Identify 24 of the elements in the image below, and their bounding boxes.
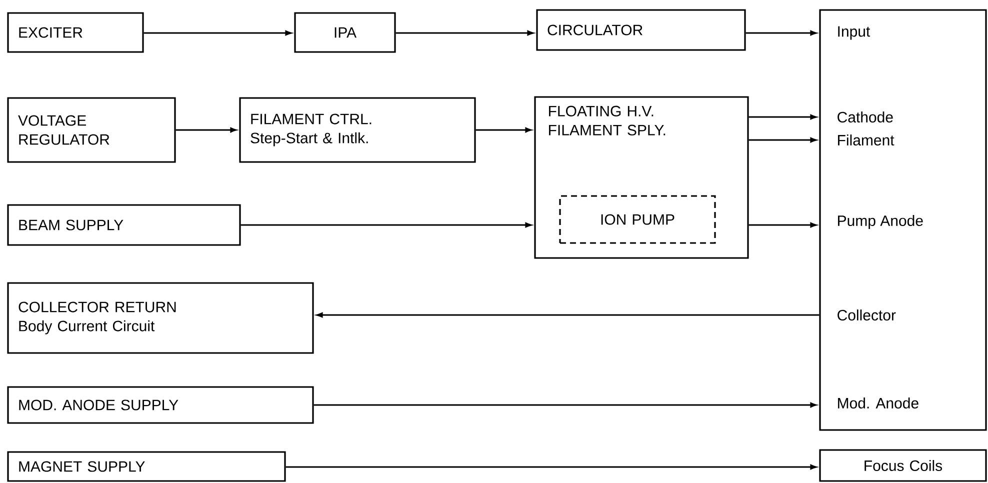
- process-box: CIRCULATOR: [536, 9, 746, 51]
- tube-block: Input Cathode Filament Pump Anode Collector Mod. Anode: [819, 9, 987, 431]
- arrow: [240, 222, 532, 228]
- arrow: [176, 127, 237, 133]
- process-box: MOD. ANODE SUPPLY: [7, 386, 314, 424]
- process-box: FILAMENT CTRL. Step-Start & Intlk.: [239, 97, 476, 163]
- process-box: Focus Coils: [819, 449, 987, 482]
- arrow: [748, 222, 817, 228]
- process-box: MAGNET SUPPLY: [7, 451, 286, 482]
- arrow: [748, 114, 817, 120]
- arrow: [316, 312, 820, 318]
- arrow: [286, 464, 817, 470]
- process-box: VOLTAGE REGULATOR: [7, 97, 176, 163]
- arrow: [314, 402, 817, 408]
- arrow: [748, 137, 817, 143]
- arrow: [476, 127, 532, 133]
- dashed-box: ION PUMP: [559, 195, 716, 244]
- arrow: [144, 30, 292, 36]
- process-box: COLLECTOR RETURN Body Current Circuit: [7, 282, 314, 354]
- arrow: [396, 30, 534, 36]
- process-box: EXCITER: [7, 12, 144, 53]
- process-box: BEAM SUPPLY: [7, 204, 241, 246]
- process-box: IPA: [294, 12, 396, 53]
- arrow: [746, 30, 817, 36]
